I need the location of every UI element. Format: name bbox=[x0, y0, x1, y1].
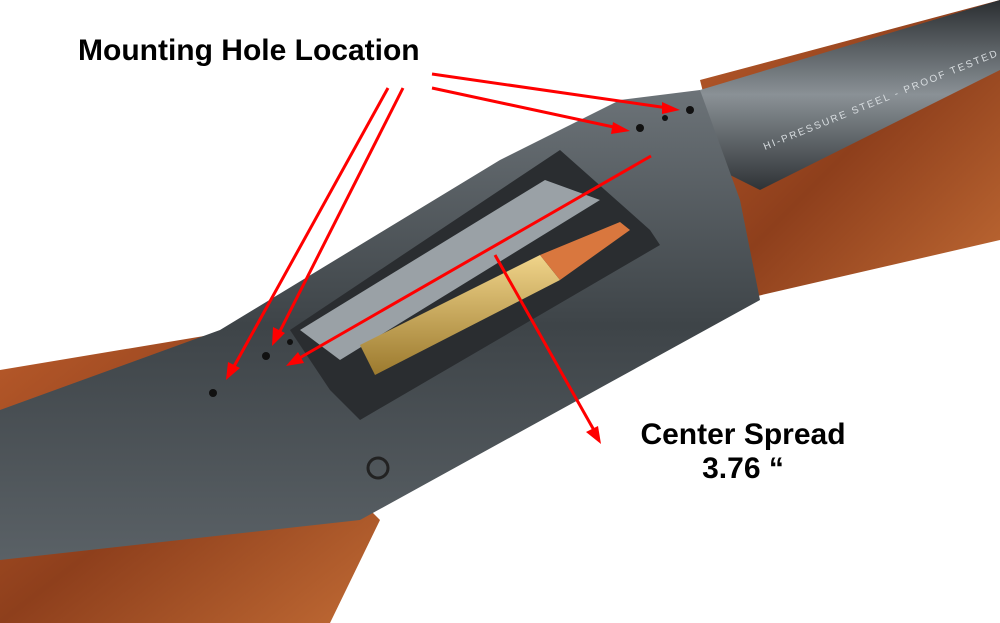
cartridge-case bbox=[360, 255, 560, 375]
mounting-holes bbox=[209, 106, 694, 397]
barrel bbox=[700, 0, 1000, 190]
bullet bbox=[540, 222, 630, 280]
mounting-hole-label: Mounting Hole Location bbox=[78, 34, 420, 67]
pin-icon bbox=[366, 456, 390, 480]
annotation-arrows bbox=[226, 72, 680, 444]
center-spread-title: Center Spread bbox=[640, 418, 846, 451]
center-spread-label: Center Spread 3.76 “ bbox=[618, 418, 868, 486]
center-spread-value: 3.76 “ bbox=[702, 452, 784, 485]
